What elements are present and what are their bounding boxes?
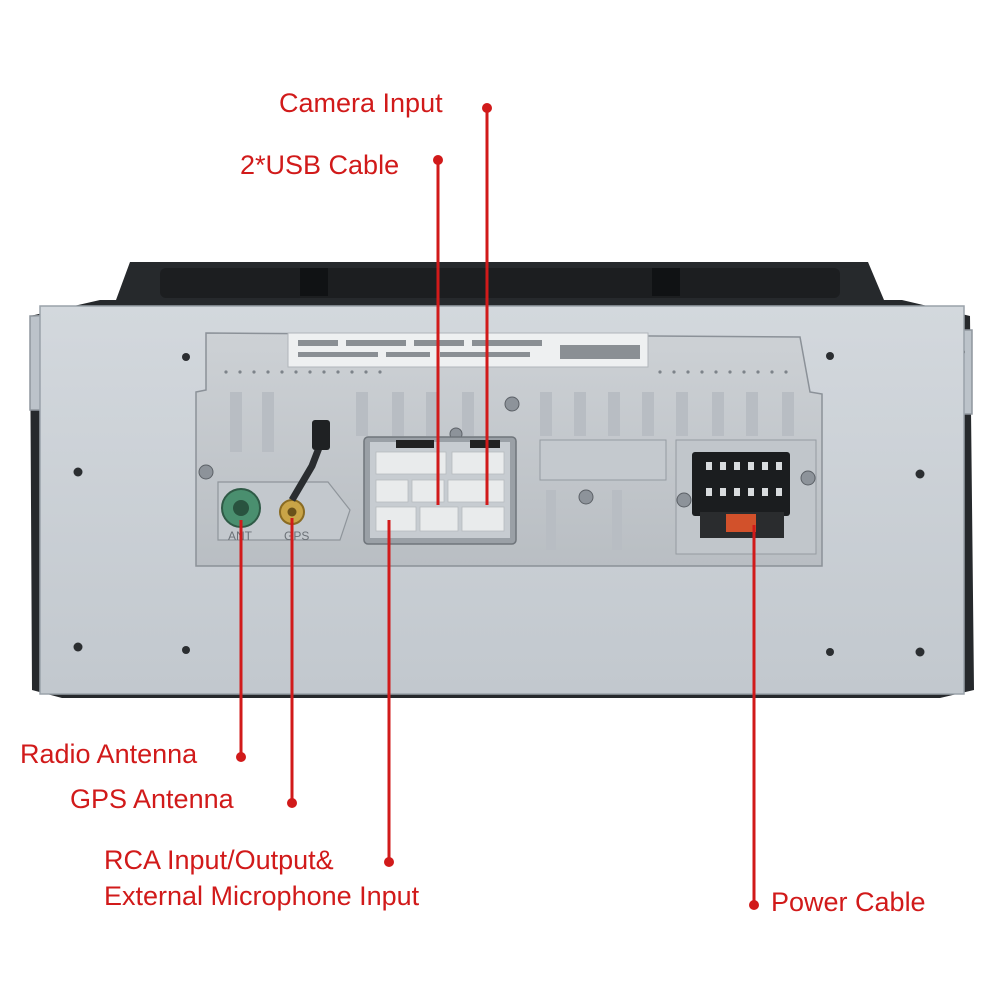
power-connector-pins [706, 462, 782, 496]
label-radio-antenna: Radio Antenna [20, 739, 198, 769]
back-plate-hole [826, 352, 834, 360]
gps-cable-plug [312, 420, 330, 450]
vent-holes [224, 370, 788, 374]
label-rca-line1: RCA Input/Output& [104, 845, 334, 875]
connector-plugs [375, 451, 505, 532]
radio-antenna-port-center [233, 500, 249, 516]
fuse [726, 514, 756, 532]
bezel-tab-left [300, 268, 328, 296]
back-plate-hole [182, 646, 190, 654]
back-plate-hole [915, 469, 925, 479]
gps-marking: GPS [284, 529, 309, 543]
back-plate-hole [73, 467, 83, 477]
mid-panel [539, 439, 667, 481]
label-camera-input: Camera Input [279, 88, 443, 118]
label-usb-cable: 2*USB Cable [240, 150, 400, 180]
gps-antenna-port-center [287, 507, 297, 517]
cooling-fins [230, 392, 794, 550]
camera-tab [470, 440, 500, 448]
leader-dots [236, 103, 759, 910]
chassis-sticker [287, 332, 649, 368]
bezel-top-slot [160, 268, 840, 298]
bezel-tab-right [652, 268, 680, 296]
back-plate-hole [826, 648, 834, 656]
leader-lines [239, 108, 756, 905]
label-gps-antenna: GPS Antenna [70, 784, 234, 814]
back-plate-hole [915, 647, 925, 657]
label-power-cable: Power Cable [771, 887, 926, 917]
label-rca-line2: External Microphone Input [104, 881, 420, 911]
back-plate-hole [73, 642, 83, 652]
power-connector-shroud[interactable] [692, 452, 790, 516]
back-plate-hole [182, 353, 190, 361]
usb-tab [396, 440, 434, 448]
